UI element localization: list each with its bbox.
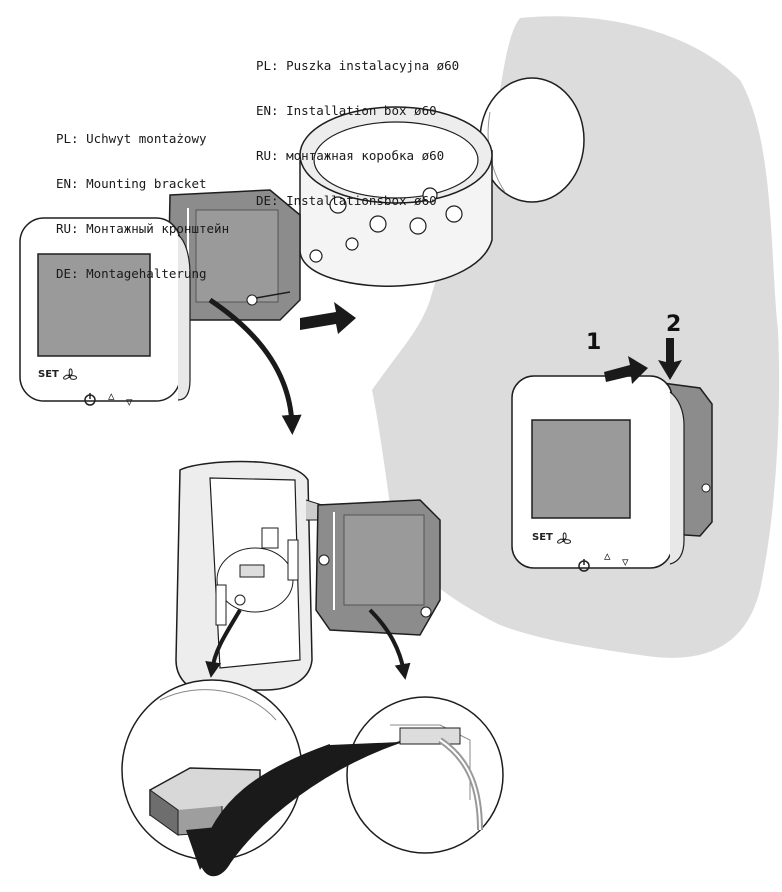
box-label-pl: PL: Puszka instalacyjna ø60 (256, 58, 460, 73)
detail-ribbon-cable (346, 696, 504, 854)
connect-arrow (198, 741, 401, 877)
assembled-set-label: SET (532, 532, 553, 543)
power-icon (84, 393, 96, 406)
assembled-down-icon: ▿ (622, 555, 629, 570)
step-number-1: 1 (586, 330, 602, 355)
box-label-ru: RU: монтажная коробка ø60 (256, 148, 445, 163)
detail-arrow-left (205, 608, 242, 678)
thermostat-back-assembly (175, 460, 323, 691)
insert-arrow (300, 302, 356, 334)
mounting-bracket-open (315, 499, 441, 636)
assembled-up-icon: ▵ (604, 549, 611, 564)
bracket-label-en: EN: Mounting bracket (56, 176, 207, 191)
assembled-fan-icon (557, 532, 571, 544)
step2-arrow (658, 338, 682, 380)
box-label-de: DE: Installationsbox ø60 (256, 193, 437, 208)
thermostat-screen (37, 253, 151, 357)
installation-box-label: PL: Puszka instalacyjna ø60 EN: Installa… (256, 28, 459, 223)
step-number-2: 2 (666, 312, 682, 337)
detail-arrow-right (368, 608, 411, 680)
down-button-icon: ▿ (126, 395, 133, 410)
box-label-en: EN: Installation box ø60 (256, 103, 437, 118)
bracket-label-ru: RU: Монтажный кронштейн (56, 221, 230, 236)
installation-box-cover (479, 77, 585, 203)
assembled-power-icon (578, 559, 590, 572)
thermostat-front-exploded: SET ▵ ▿ (19, 217, 191, 410)
fan-icon (63, 368, 77, 380)
bracket-label-pl: PL: Uchwyt montażowy (56, 131, 207, 146)
installation-box (299, 106, 493, 287)
assembled-screen (531, 419, 631, 519)
bracket-label-de: DE: Montagehalterung (56, 266, 207, 281)
thermostat-assembled: SET ▵ ▿ (511, 375, 713, 572)
set-button-label: SET (38, 369, 59, 380)
mounting-bracket-label: PL: Uchwyt montażowy EN: Mounting bracke… (56, 101, 229, 296)
step1-arrow (604, 356, 648, 384)
up-button-icon: ▵ (108, 389, 115, 404)
flow-arrow-down (208, 297, 302, 435)
connect-arrowhead (186, 826, 228, 870)
